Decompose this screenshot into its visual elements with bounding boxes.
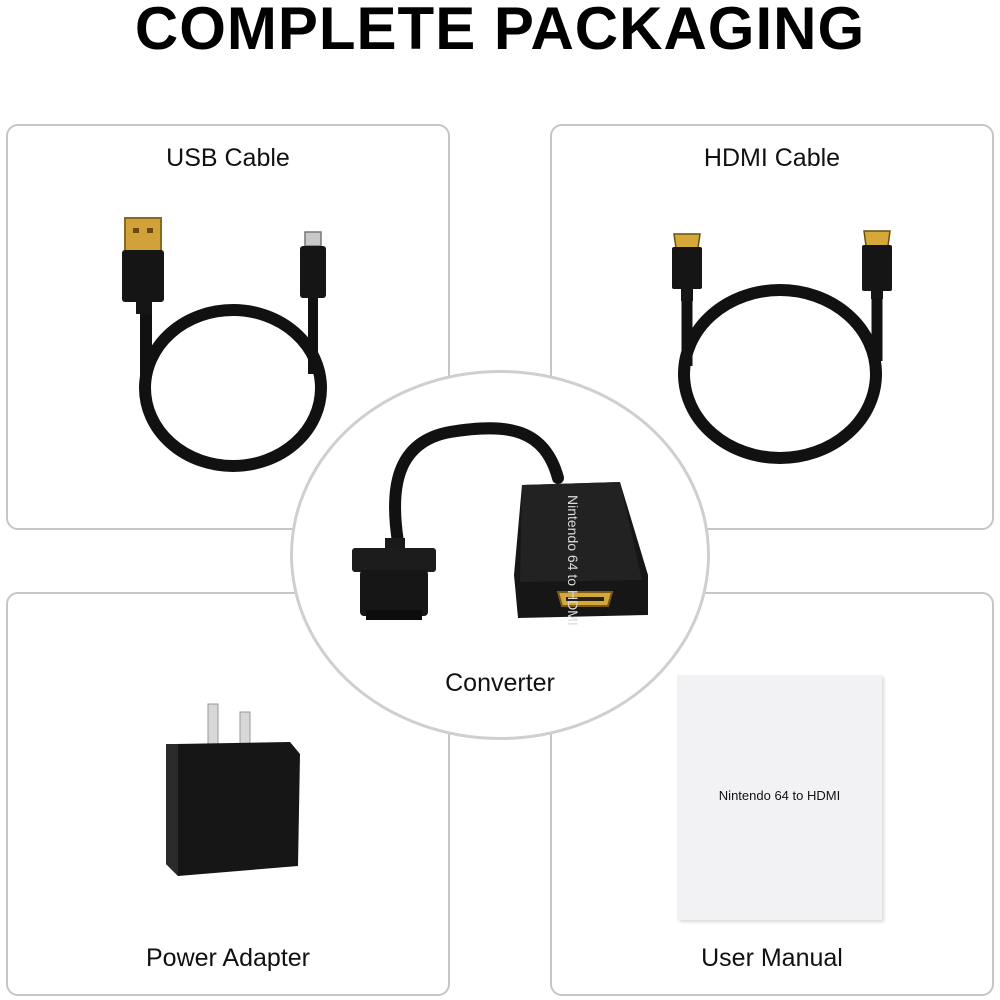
page-title: COMPLETE PACKAGING (134, 0, 866, 62)
converter-image: Nintendo 64 to HDMI (352, 422, 648, 626)
power-adapter-label: Power Adapter (146, 944, 310, 972)
user-manual-booklet: Nintendo 64 to HDMI (677, 675, 882, 920)
usb-cable-image (122, 217, 327, 472)
user-manual-label: User Manual (701, 944, 843, 972)
converter-device-text: Nintendo 64 to HDMI (565, 495, 581, 626)
usb-cable-card: USB Cable (6, 124, 450, 530)
power-adapter-image (166, 703, 300, 876)
manual-cover-text: Nintendo 64 to HDMI (718, 788, 841, 803)
hdmi-cable-label: HDMI Cable (703, 144, 841, 172)
converter-circle: Nintendo 64 to HDMI Converter (290, 370, 710, 740)
power-adapter-card: Power Adapter (6, 592, 450, 996)
converter-label: Converter (445, 669, 555, 697)
hdmi-cable-image (672, 230, 892, 464)
usb-cable-label: USB Cable (166, 144, 290, 172)
